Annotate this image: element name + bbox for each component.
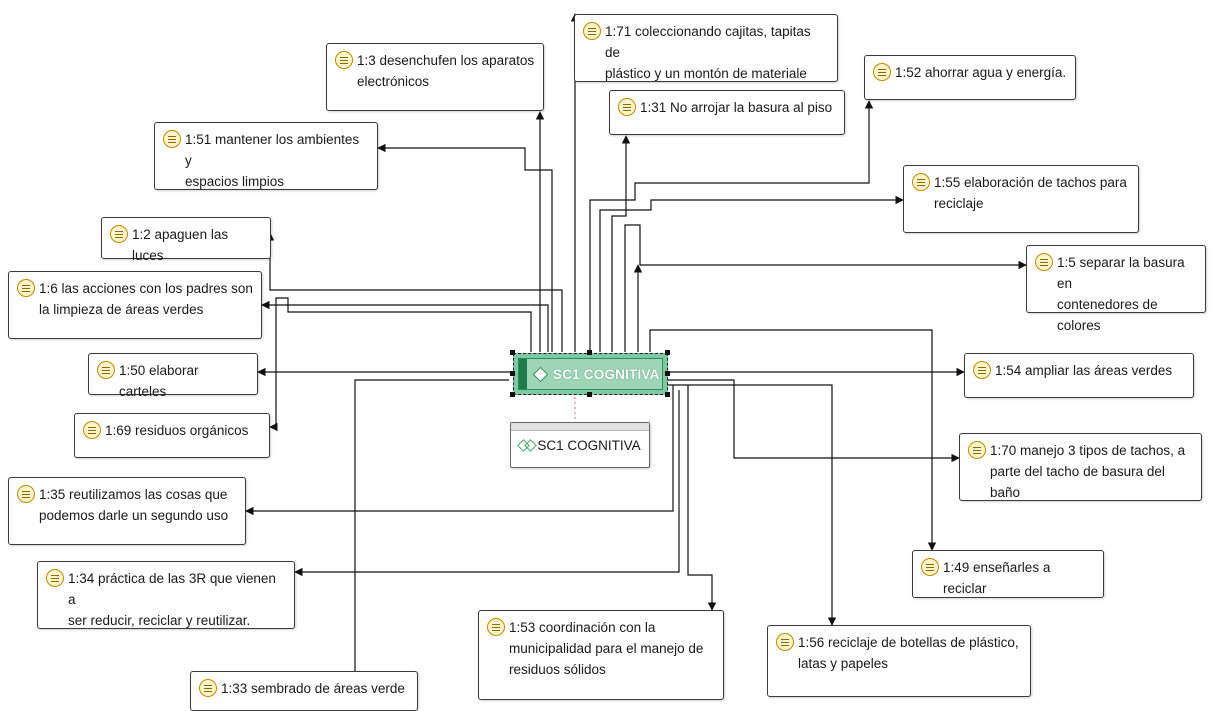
selection-handle[interactable] [665,350,670,355]
quotation-text: 1:2 apaguen las luces [132,227,229,263]
quotation-q12[interactable]: 1:69 residuos orgánicos [74,413,270,458]
connector-link[interactable] [589,100,874,352]
quotation-q15[interactable]: 1:49 enseñarles a reciclar [912,550,1104,598]
connector-link[interactable] [668,379,960,463]
quotation-text: 1:55 elaboración de tachos para reciclaj… [934,175,1127,211]
quotation-icon [17,279,35,297]
quotation-q11[interactable]: 1:54 ampliar las áreas verdes [964,353,1194,398]
code-diamond-icon [532,366,549,382]
quotation-text: 1:31 No arrojar la basura al piso [640,100,833,115]
quotation-q1[interactable]: 1:71 coleccionando cajitas, tapitas de p… [574,14,838,82]
connector-link[interactable] [265,232,563,352]
quotation-icon [776,633,794,651]
connector-link[interactable] [377,143,553,352]
quotation-text: 1:50 elaborar carteles [119,363,199,399]
quotation-q16[interactable]: 1:34 práctica de las 3R que vienen a ser… [37,561,295,629]
connector-link[interactable] [668,384,837,626]
selection-handle[interactable] [510,350,515,355]
code-color-stripe [519,359,527,389]
quotation-text: 1:34 práctica de las 3R que vienen a ser… [68,571,276,628]
quotation-q17[interactable]: 1:53 coordinación con la municipalidad p… [478,610,724,700]
quotation-text: 1:6 las acciones con los padres son la l… [39,281,253,317]
selection-handle[interactable] [587,350,592,355]
quotation-text: 1:54 ampliar las áreas verdes [995,363,1173,378]
selection-handle[interactable] [510,392,515,397]
connector-link[interactable] [261,300,549,352]
connector-link[interactable] [649,329,937,551]
quotation-q18[interactable]: 1:56 reciclaje de botellas de plástico, … [767,625,1031,697]
quotation-icon [873,63,891,81]
central-code-body: SC1 COGNITIVA [518,358,663,390]
quotation-text: 1:5 separar la basura en contenedores de… [1057,255,1185,333]
quotation-q10[interactable]: 1:50 elaborar carteles [88,353,258,399]
quotation-icon [1035,253,1053,271]
selection-handle[interactable] [587,392,592,397]
code-group-label: SC1 COGNITIVA [537,437,641,453]
connector-link[interactable] [611,135,631,352]
selection-handle[interactable] [665,371,670,376]
quotation-q5[interactable]: 1:51 mantener los ambientes y espacios l… [154,122,378,190]
quotation-q4[interactable]: 1:31 No arrojar la basura al piso [609,90,845,135]
quotation-icon [968,441,986,459]
quotation-q9[interactable]: 1:6 las acciones con los padres son la l… [8,271,262,339]
quotation-icon [163,130,181,148]
quotation-icon [97,361,115,379]
quotation-text: 1:70 manejo 3 tipos de tachos, a parte d… [990,443,1186,500]
quotation-icon [17,485,35,503]
quotation-icon [199,679,217,697]
quotation-icon [921,558,939,576]
quotation-text: 1:51 mantener los ambientes y espacios l… [185,132,360,189]
selection-handle[interactable] [510,371,515,376]
quotation-q7[interactable]: 1:2 apaguen las luces [101,217,271,263]
quotation-icon [46,569,64,587]
quotation-icon [335,51,353,69]
connector-link[interactable] [624,224,1027,352]
quotation-icon [83,421,101,439]
quotation-icon [973,361,991,379]
connector-link[interactable] [687,385,717,611]
quotation-text: 1:3 desenchufen los aparatos electrónico… [357,53,535,89]
connector-link[interactable] [599,195,904,352]
connector-link[interactable] [245,385,674,516]
connector-link[interactable] [269,297,532,432]
code-group-icon [517,438,538,452]
quotation-q14[interactable]: 1:35 reutilizamos las cosas que podemos … [8,477,246,545]
quotation-text: 1:53 coordinación con la municipalidad p… [509,620,704,677]
central-code-node[interactable]: SC1 COGNITIVA [513,353,668,395]
selection-handle[interactable] [665,392,670,397]
quotation-q13[interactable]: 1:70 manejo 3 tipos de tachos, a parte d… [959,433,1202,501]
connector-link[interactable] [294,390,680,577]
quotation-text: 1:35 reutilizamos las cosas que podemos … [39,487,229,523]
quotation-icon [487,618,505,636]
quotation-text: 1:69 residuos orgánicos [105,423,249,438]
quotation-q19[interactable]: 1:33 sembrado de áreas verde [190,671,418,711]
quotation-text: 1:52 ahorrar agua y energía. [895,65,1067,80]
quotation-icon [110,225,128,243]
code-group-node[interactable]: SC1 COGNITIVA [510,422,650,468]
quotation-text: 1:33 sembrado de áreas verde [221,681,405,696]
quotation-q8[interactable]: 1:5 separar la basura en contenedores de… [1026,245,1206,333]
quotation-text: 1:71 coleccionando cajitas, tapitas de p… [605,24,811,81]
quotation-icon [583,22,601,40]
quotation-text: 1:49 enseñarles a reciclar [943,560,1051,596]
quotation-q6[interactable]: 1:55 elaboración de tachos para reciclaj… [903,165,1139,233]
connector-link[interactable] [350,379,509,688]
central-code-label: SC1 COGNITIVA [553,366,660,382]
code-group-header-bar [511,423,649,431]
quotation-q2[interactable]: 1:3 desenchufen los aparatos electrónico… [326,43,544,111]
quotation-text: 1:56 reciclaje de botellas de plástico, … [798,635,1019,671]
quotation-icon [912,173,930,191]
quotation-icon [618,98,636,116]
quotation-q3[interactable]: 1:52 ahorrar agua y energía. [864,55,1076,100]
